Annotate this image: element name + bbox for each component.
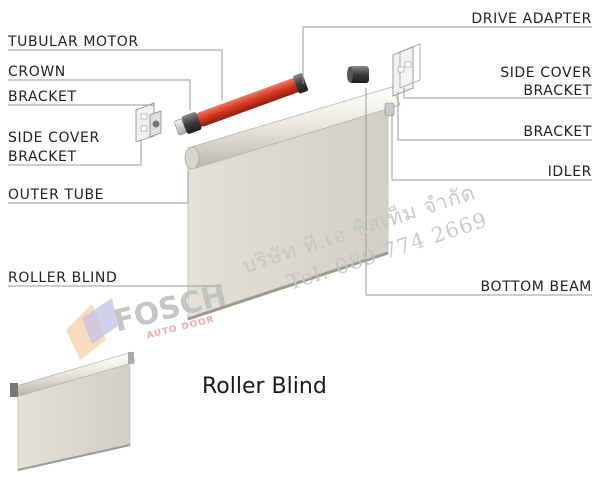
outer-tube-end [184, 146, 200, 170]
idler-part [384, 102, 395, 117]
label-roller-blind: ROLLER BLIND [8, 270, 117, 286]
leader-side-cover-right [403, 88, 592, 99]
tubular-motor-body [196, 77, 303, 127]
bracket-left-part [149, 110, 162, 138]
thumbnail-bracket-left [10, 383, 18, 397]
leader-crown [8, 79, 191, 110]
leader-drive-adapter [302, 26, 592, 84]
tubular-motor-assembly [174, 73, 308, 136]
crown-ring [181, 112, 202, 134]
drive-adapter-part [347, 66, 369, 83]
leader-bracket-left [8, 104, 155, 114]
leader-bracket-right [397, 92, 592, 141]
label-idler: IDLER [548, 164, 592, 180]
diagram-title: Roller Blind [202, 374, 327, 399]
label-bottom-beam: BOTTOM BEAM [481, 279, 593, 295]
leader-idler [391, 114, 592, 181]
roller-blind-main [184, 86, 401, 321]
leader-lines [8, 26, 592, 296]
label-bracket-left: BRACKET [8, 89, 77, 105]
label-crown: CROWN [8, 64, 66, 80]
brand-logo-mark [66, 298, 118, 360]
drive-head [293, 73, 308, 94]
leader-outer-tube [8, 170, 189, 204]
label-bracket-right: BRACKET [523, 124, 592, 140]
crown-collar [174, 118, 187, 136]
label-outer-tube: OUTER TUBE [8, 187, 104, 203]
thumbnail-bottom-beam [17, 444, 131, 471]
label-side-cover-right-line2: BRACKET [523, 83, 592, 99]
label-side-cover-right-line1: SIDE COVER [500, 65, 592, 81]
side-cover-bracket-right-part [392, 43, 421, 97]
leader-bottom-beam [365, 88, 592, 296]
label-drive-adapter: DRIVE ADAPTER [471, 11, 592, 27]
label-side-cover-left-line1: SIDE COVER [8, 130, 100, 146]
leader-tubular-motor [8, 49, 223, 100]
thumbnail-roller-blind [10, 351, 136, 471]
label-tubular-motor: TUBULAR MOTOR [7, 34, 139, 50]
leader-side-cover-left [8, 140, 142, 166]
bottom-beam-bar [187, 251, 389, 321]
label-side-cover-left-line2: BRACKET [8, 149, 77, 165]
thumbnail-bracket-right [128, 352, 134, 364]
